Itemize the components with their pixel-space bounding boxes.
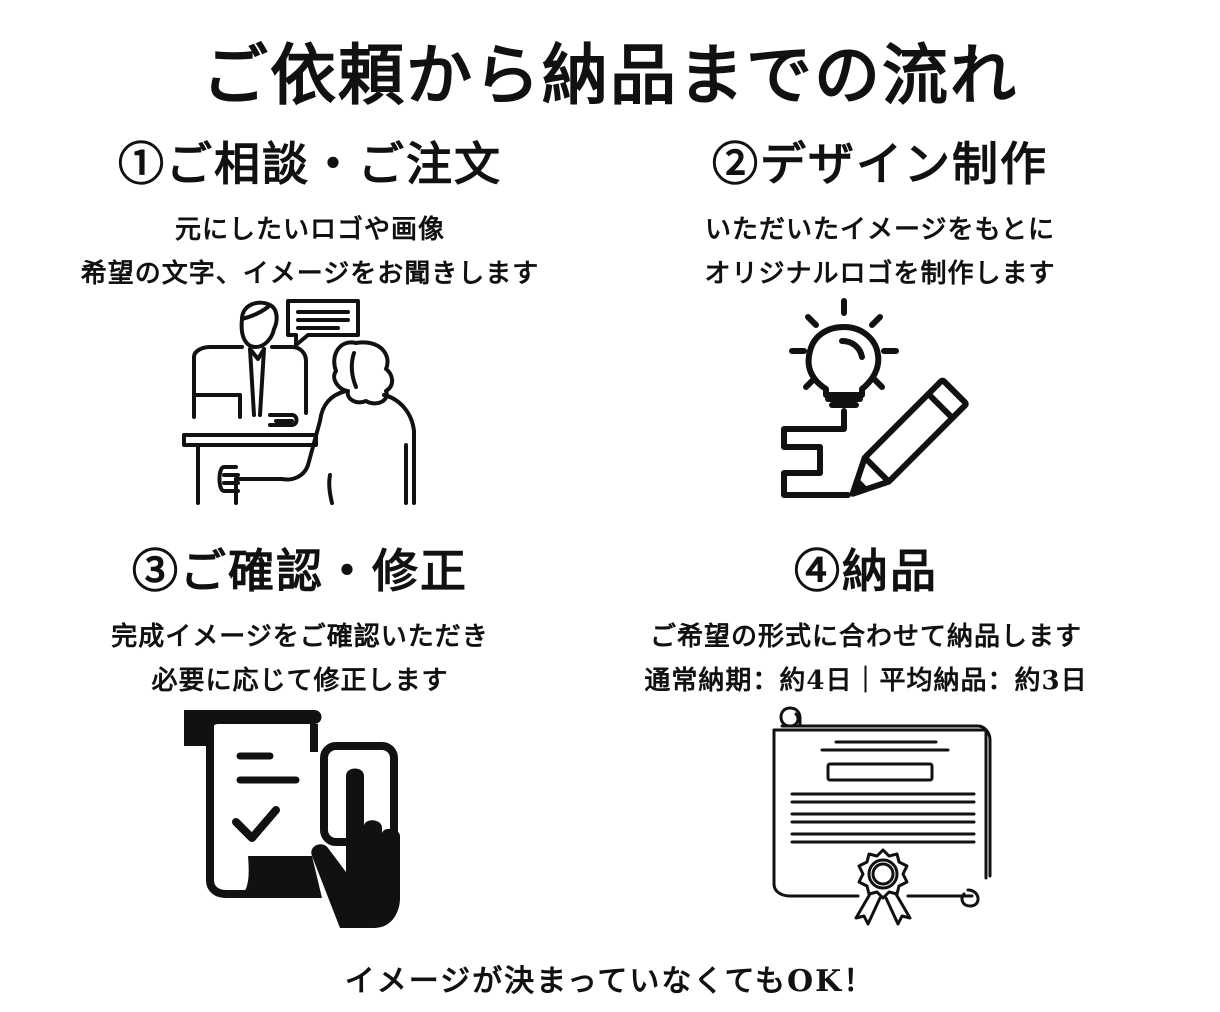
step-title: ③ご確認・修正 (132, 544, 468, 598)
step-delivery: ④納品 ご希望の形式に合わせて納品します 通常納期：約4日｜平均納品：約3日 (566, 535, 1166, 703)
step-design: ②デザイン制作 いただいたイメージをもとに オリジナルロゴを制作します (580, 128, 1180, 296)
step-description: いただいたイメージをもとに オリジナルロゴを制作します (580, 208, 1180, 296)
document-check-icon (184, 710, 400, 928)
idea-pencil-icon (781, 298, 969, 498)
step-description-line: いただいたイメージをもとに (705, 215, 1055, 245)
step-description-line: ご希望の形式に合わせて納品します (649, 622, 1082, 652)
step-description: ご希望の形式に合わせて納品します 通常納期：約4日｜平均納品：約3日 (566, 615, 1166, 703)
step-description: 元にしたいロゴや画像 希望の文字、イメージをお聞きします (10, 208, 610, 296)
step-description-line: オリジナルロゴを制作します (704, 259, 1056, 289)
step-description-line: 完成イメージをご確認いただき (111, 622, 489, 652)
step-title: ④納品 (794, 544, 938, 598)
step-description-line: 必要に応じて修正します (151, 666, 449, 696)
step-description-line: 元にしたいロゴや画像 (174, 215, 445, 245)
certificate-icon (772, 706, 992, 926)
step-title: ①ご相談・ご注文 (118, 137, 502, 191)
step-title: ②デザイン制作 (712, 137, 1048, 191)
page-title: ご依頼から納品までの流れ (202, 36, 1018, 114)
step-description-line: 通常納期：約4日｜平均納品：約3日 (644, 666, 1088, 696)
step-consultation: ①ご相談・ご注文 元にしたいロゴや画像 希望の文字、イメージをお聞きします (10, 128, 610, 296)
step-review: ③ご確認・修正 完成イメージをご確認いただき 必要に応じて修正します (0, 535, 600, 703)
step-description-line: 希望の文字、イメージをお聞きします (80, 259, 540, 289)
consultation-icon (182, 299, 416, 505)
step-description: 完成イメージをご確認いただき 必要に応じて修正します (0, 615, 600, 703)
footer-note: イメージが決まっていなくてもOK！ (344, 964, 876, 999)
